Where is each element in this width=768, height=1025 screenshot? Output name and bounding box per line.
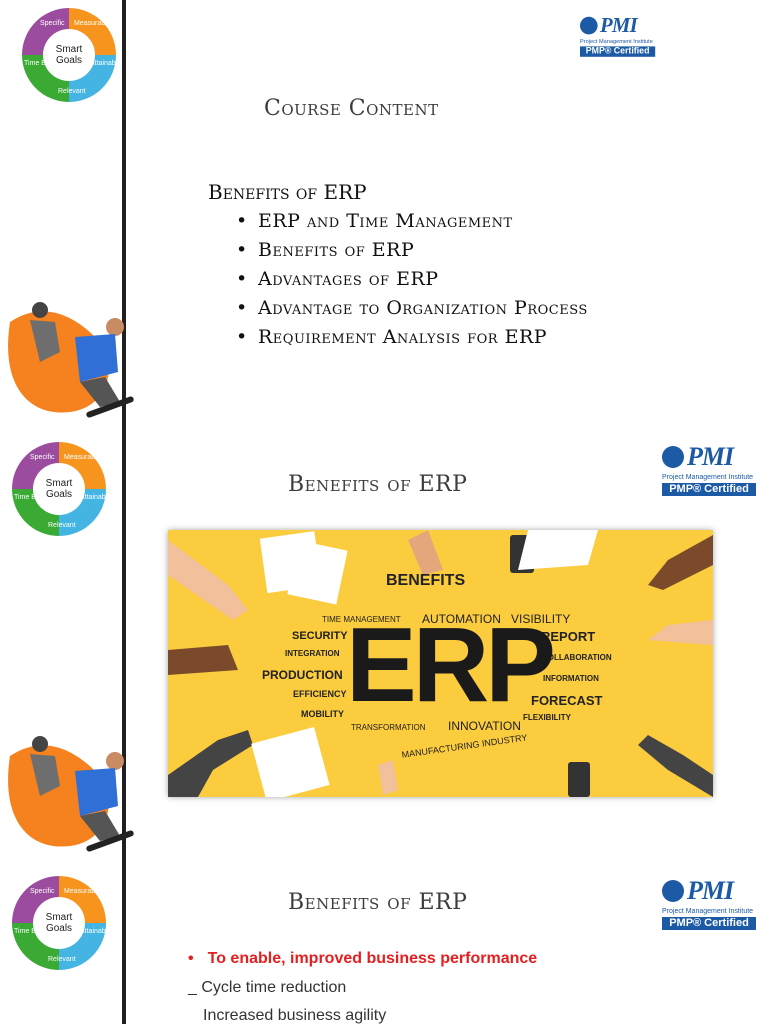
bullet-dot-icon: • [188, 950, 194, 967]
word-innovation: INNOVATION [448, 719, 521, 733]
word-time-management: TIME MANAGEMENT [322, 615, 401, 624]
word-collaboration: COLLABORATION [542, 653, 612, 662]
word-benefits: BENEFITS [386, 572, 466, 589]
segment-specific: Specific [40, 20, 65, 27]
segment-relevant: Relevant [48, 956, 76, 963]
word-production: PRODUCTION [262, 668, 343, 682]
text-line: _ Cycle time reduction [188, 979, 347, 996]
word-transformation: TRANSFORMATION [351, 723, 426, 732]
slide2-title: Benefits of ERP [288, 472, 468, 497]
smart-goals-wheel-3: Specific Measurable Attainable Relevant … [12, 876, 111, 970]
word-report: REPORT [541, 629, 596, 644]
red-bullet-item: •To enable, improved business performanc… [188, 950, 538, 967]
word-mobility: MOBILITY [301, 709, 344, 719]
bullet-item: ERP and Time Management [236, 207, 588, 236]
word-flexibility: FLEXIBILITY [523, 713, 571, 722]
segment-measurable: Measurable [74, 20, 111, 27]
pmi-logo-1: PMI Project Management Institute PMP® Ce… [580, 12, 656, 57]
slide1-subtitle: Benefits of ERP [208, 180, 367, 204]
segment-relevant: Relevant [58, 88, 86, 95]
skateboarder-illustration [8, 736, 134, 852]
word-automation: AUTOMATION [422, 612, 501, 626]
segment-relevant: Relevant [48, 522, 76, 529]
bullet-item: Benefits of ERP [236, 236, 588, 265]
bullet-item: Requirement Analysis for ERP [236, 323, 588, 352]
segment-measurable: Measurable [64, 888, 101, 895]
segment-specific: Specific [30, 888, 55, 895]
globe-icon [580, 16, 598, 35]
slide1-title: Course Content [264, 96, 439, 121]
smart-goals-center: Smart Goals [33, 897, 85, 949]
bullet-item: Advantage to Organization Process [236, 294, 588, 323]
segment-measurable: Measurable [64, 454, 101, 461]
text-line: Increased business agility [203, 1007, 387, 1024]
erp-big-word: ERP [346, 606, 556, 724]
smart-goals-wheel-1: Specific Measurable Attainable Relevant … [22, 8, 121, 102]
globe-icon [662, 880, 684, 902]
smart-goals-center: Smart Goals [43, 29, 95, 81]
segment-time-bound: Time Bound [24, 60, 62, 67]
word-visibility: VISIBILITY [511, 612, 571, 626]
segment-attainable: Attainable [90, 60, 122, 67]
word-integration: INTEGRATION [285, 649, 340, 658]
slide3-title: Benefits of ERP [288, 890, 468, 915]
segment-time-bound: Time Bound [14, 494, 52, 501]
word-efficiency: EFFICIENCY [293, 689, 347, 699]
pmi-logo-2: PMI Project Management Institute PMP® Ce… [662, 440, 756, 496]
segment-specific: Specific [30, 454, 55, 461]
word-information: INFORMATION [543, 674, 599, 683]
word-security: SECURITY [292, 630, 348, 642]
word-forecast: FORECAST [531, 693, 603, 708]
bullet-item: Advantages of ERP [236, 265, 588, 294]
slide1-bullet-list: ERP and Time Management Benefits of ERP … [236, 207, 588, 352]
segment-attainable: Attainable [80, 928, 112, 935]
skateboarder-illustration [8, 302, 134, 418]
erp-benefits-image: BENEFITS TIME MANAGEMENT AUTOMATION VISI… [168, 530, 713, 797]
smart-goals-wheel-2: Specific Measurable Attainable Relevant … [12, 442, 111, 536]
segment-attainable: Attainable [80, 494, 112, 501]
hands-decoration [168, 530, 713, 797]
globe-icon [662, 446, 684, 468]
smart-goals-center: Smart Goals [33, 463, 85, 515]
vertical-divider [122, 0, 126, 1024]
segment-time-bound: Time Bound [14, 928, 52, 935]
pmi-logo-3: PMI Project Management Institute PMP® Ce… [662, 874, 756, 930]
